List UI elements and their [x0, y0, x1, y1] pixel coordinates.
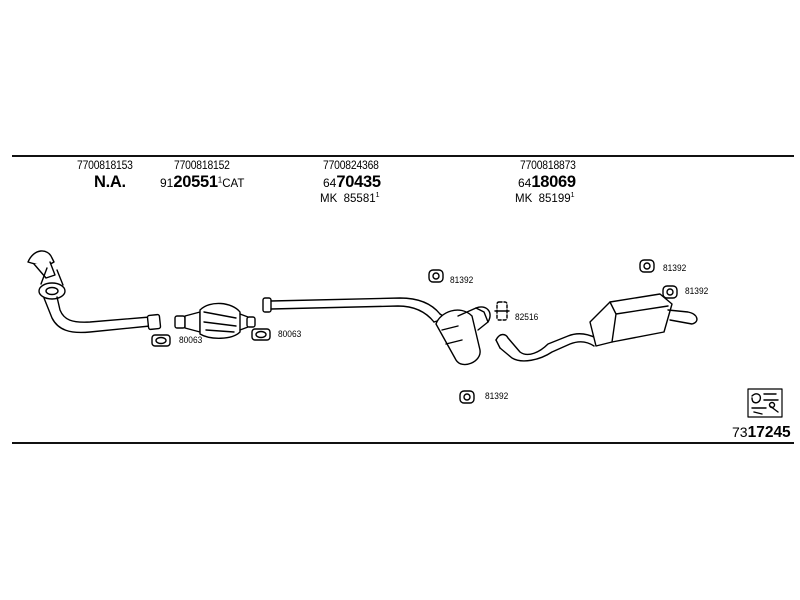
rubber-hanger-icon — [662, 285, 678, 299]
diagram-reference-number: 7317245 — [732, 424, 791, 442]
clamp-icon — [494, 301, 510, 321]
footnote-mark: 1 — [570, 192, 575, 199]
part-rear-silencer[interactable]: 7700818873 6418069 MK 851991 — [515, 160, 582, 205]
oe-number: 7700818873 — [520, 160, 576, 172]
part-number: 18069 — [531, 173, 576, 191]
front-pipe-drawing — [27, 250, 162, 334]
kit-prefix: MK — [320, 192, 338, 205]
parts-kit-icon — [747, 388, 783, 418]
footnote-mark: 1 — [217, 175, 223, 185]
rubber-hanger-icon — [428, 269, 444, 283]
rubber-hanger-icon — [639, 259, 655, 273]
kit-number: 85199 — [538, 192, 571, 205]
gasket-icon — [151, 334, 171, 347]
bottom-divider — [12, 442, 794, 444]
oe-number: 7700824368 — [323, 160, 379, 172]
part-number: 70435 — [336, 173, 381, 191]
fitting-code-hanger-mid-top[interactable]: 81392 — [450, 275, 474, 286]
kit-prefix: MK — [515, 192, 533, 205]
part-middle-silencer[interactable]: 7700824368 6470435 MK 855811 — [320, 160, 385, 205]
part-prefix: 64 — [323, 176, 337, 190]
top-divider — [12, 155, 794, 157]
part-prefix: 64 — [518, 176, 532, 190]
rubber-hanger-icon — [459, 390, 475, 404]
fitting-code-gasket-cat[interactable]: 80063 — [278, 329, 302, 340]
part-front-pipe[interactable]: 7700818153 N.A. — [77, 160, 139, 192]
fitting-code-hanger-rear-top[interactable]: 81392 — [663, 263, 687, 274]
middle-silencer-drawing — [262, 297, 491, 366]
part-number: 20551 — [173, 173, 218, 191]
catalytic-converter-drawing — [174, 302, 256, 339]
fitting-code-hanger-rear[interactable]: 81392 — [685, 286, 709, 297]
oe-number: 7700818153 — [77, 160, 133, 172]
ref-number: 17245 — [747, 424, 791, 441]
part-prefix: 91 — [160, 176, 174, 190]
rear-silencer-drawing — [495, 293, 698, 362]
fitting-code-gasket-front[interactable]: 80063 — [179, 335, 203, 346]
fitting-code-clamp[interactable]: 82516 — [515, 312, 539, 323]
footnote-mark: 1 — [375, 192, 380, 199]
part-catalytic-converter[interactable]: 7700818152 91205511CAT — [160, 160, 245, 192]
ref-prefix: 73 — [732, 424, 748, 440]
kit-number: 85581 — [343, 192, 376, 205]
oe-number: 7700818152 — [174, 160, 230, 172]
gasket-icon — [251, 328, 271, 341]
part-suffix: CAT — [222, 178, 245, 190]
part-number: N.A. — [94, 173, 126, 191]
fitting-code-hanger-mid-bottom[interactable]: 81392 — [485, 391, 509, 402]
